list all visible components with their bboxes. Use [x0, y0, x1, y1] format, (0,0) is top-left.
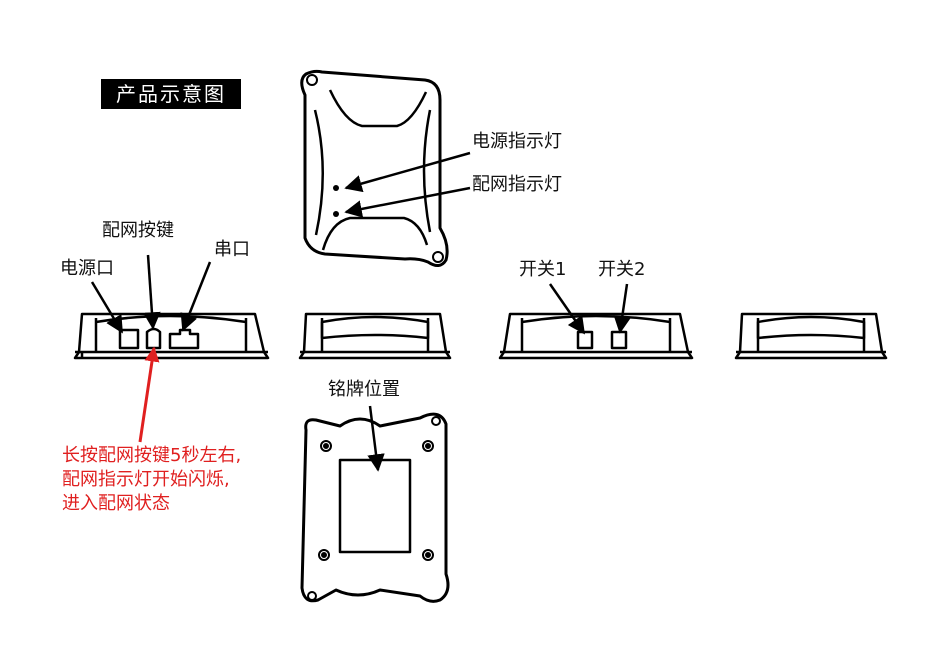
- label-network-indicator: 配网指示灯: [472, 174, 562, 195]
- top-mount-hole-tl: [306, 74, 318, 86]
- side-view-plain-2: [734, 312, 888, 360]
- power-port-arrow: [90, 281, 124, 334]
- top-view-curve-right: [422, 109, 432, 233]
- pair-note-line2: 配网指示灯开始闪烁,: [62, 469, 230, 490]
- power-indicator-arrow: [344, 151, 471, 193]
- nameplate-arrow: [367, 405, 385, 472]
- network-indicator-arrow: [344, 186, 471, 218]
- power-port-shape: [118, 328, 140, 350]
- switch2-arrow: [613, 283, 631, 334]
- side-view-ports: [73, 312, 270, 360]
- network-led-dot: [333, 211, 339, 217]
- switch2-shape: [610, 330, 628, 350]
- pair-button-shape: [145, 327, 162, 350]
- side-view-switches: [498, 312, 694, 360]
- bottom-view-outline: [300, 412, 450, 603]
- label-pair-button: 配网按键: [102, 220, 174, 241]
- label-switch2: 开关2: [598, 259, 646, 280]
- serial-port-arrow: [180, 261, 212, 332]
- pair-note-line1: 长按配网按键5秒左右,: [62, 445, 242, 466]
- top-mount-hole-br: [432, 251, 444, 263]
- side-view-plain-1: [298, 312, 452, 360]
- label-serial-port: 串口: [214, 239, 250, 260]
- label-switch1: 开关1: [519, 259, 567, 280]
- top-view: [300, 69, 449, 267]
- serial-port-shape: [168, 328, 200, 350]
- label-power-indicator: 电源指示灯: [472, 131, 562, 152]
- top-view-curve-upper: [328, 89, 428, 128]
- top-view-curve-left: [313, 109, 324, 236]
- switch1-arrow: [548, 283, 586, 335]
- label-power-port: 电源口: [60, 258, 114, 279]
- top-view-curve-lower: [321, 216, 429, 251]
- top-view-outline: [300, 69, 449, 267]
- switch1-shape: [576, 330, 594, 350]
- nameplate-area: [338, 458, 412, 554]
- pair-button-arrow: [143, 254, 161, 330]
- power-led-dot: [333, 185, 339, 191]
- label-nameplate: 铭牌位置: [328, 379, 400, 400]
- pair-note-line3: 进入配网状态: [62, 493, 170, 514]
- title-box: 产品示意图: [101, 79, 241, 109]
- pair-note-arrow: [138, 346, 160, 443]
- diagram-title: 产品示意图: [116, 82, 226, 106]
